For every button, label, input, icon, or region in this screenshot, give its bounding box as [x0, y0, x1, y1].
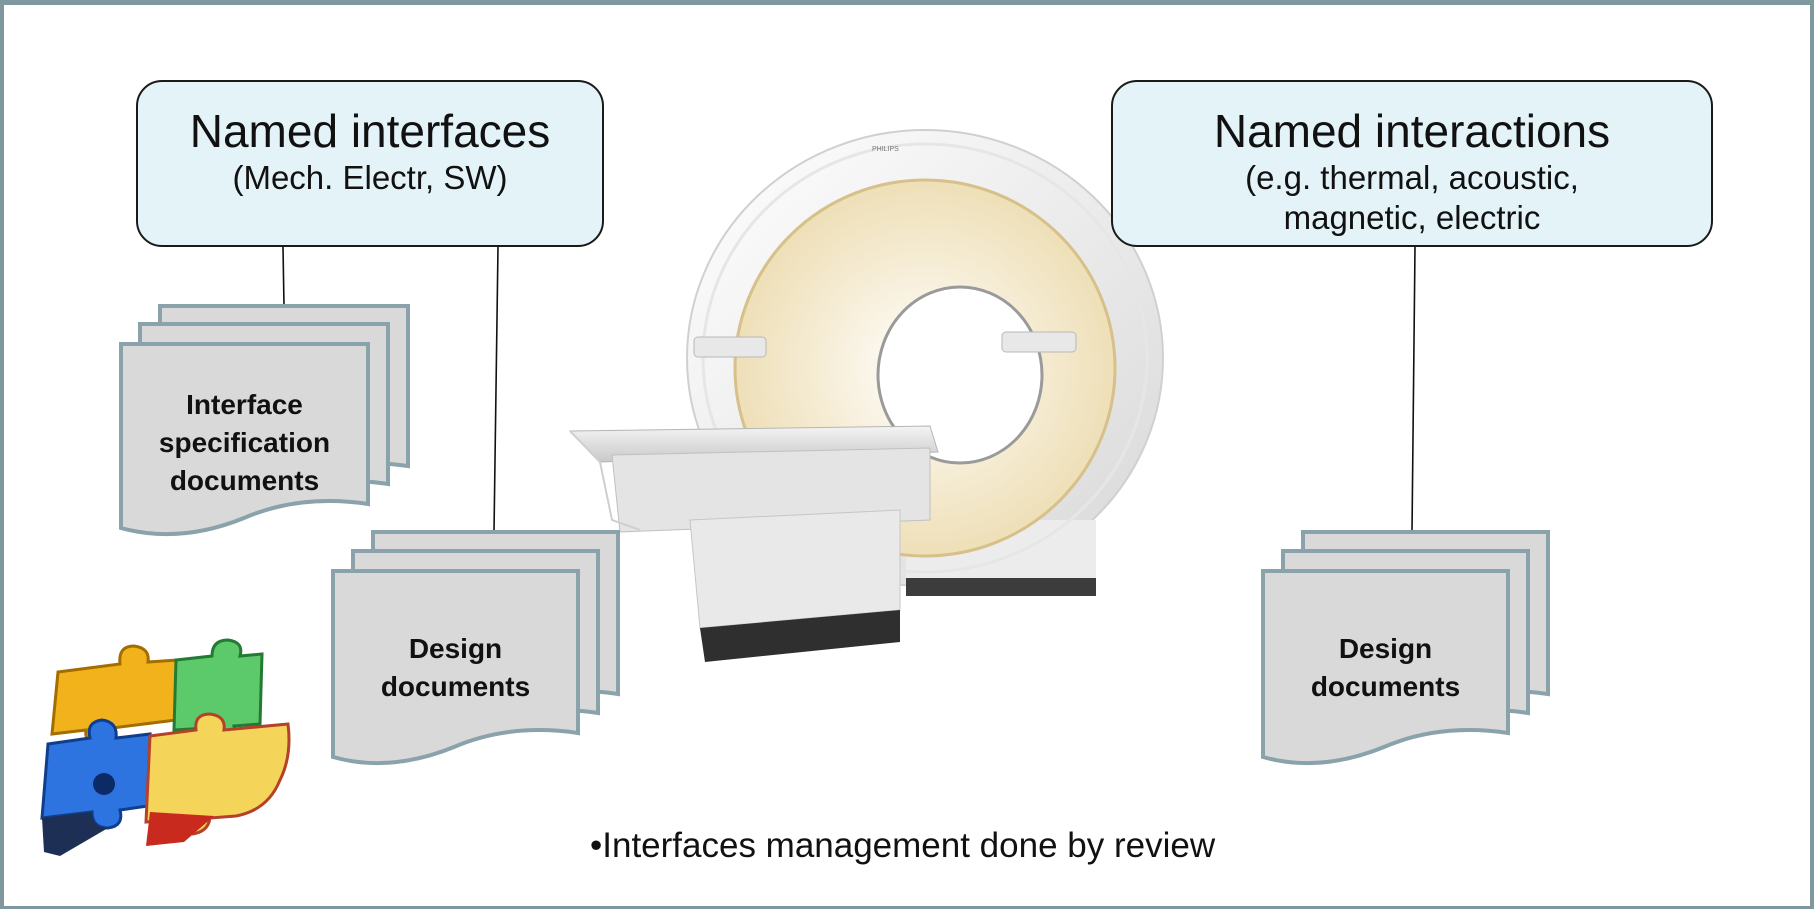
- connector-line: [493, 246, 499, 533]
- interface-spec-doc-label: Interface specification documents: [121, 386, 368, 500]
- design-doc-right-label: Design documents: [1263, 630, 1508, 706]
- doc-label-line: Design: [1338, 633, 1433, 664]
- scanner-brand-label: PHILIPS: [872, 146, 899, 153]
- named-interfaces-callout: Named interfaces (Mech. Electr, SW): [136, 80, 604, 247]
- document-stack-icon: [1261, 530, 1550, 766]
- doc-label-line: Design: [408, 633, 503, 664]
- mri-scanner-illustration: PHILIPS: [568, 129, 1164, 662]
- footer-note: •Interfaces management done by review: [590, 826, 1216, 865]
- doc-label-line: documents: [380, 671, 531, 702]
- design-doc-left-label: Design documents: [333, 630, 578, 706]
- doc-label-line: documents: [1310, 671, 1461, 702]
- doc-label-line: specification: [158, 427, 331, 458]
- doc-label-line: Interface: [186, 389, 303, 420]
- named-interactions-callout: Named interactions (e.g. thermal, acoust…: [1111, 80, 1713, 247]
- doc-label-line: documents: [169, 465, 320, 496]
- document-stack-icon: [119, 304, 410, 537]
- puzzle-pieces-icon: [40, 638, 291, 856]
- callout-title: Named interfaces: [189, 105, 551, 157]
- connector-line: [1411, 246, 1416, 533]
- callout-subtitle-line2: magnetic, electric: [1283, 199, 1541, 236]
- callout-subtitle-line1: (e.g. thermal, acoustic,: [1245, 159, 1579, 196]
- connector-line: [282, 246, 285, 307]
- document-stack-icon: [331, 530, 620, 766]
- callout-subtitle: (Mech. Electr, SW): [232, 159, 508, 196]
- callout-title: Named interactions: [1213, 105, 1611, 157]
